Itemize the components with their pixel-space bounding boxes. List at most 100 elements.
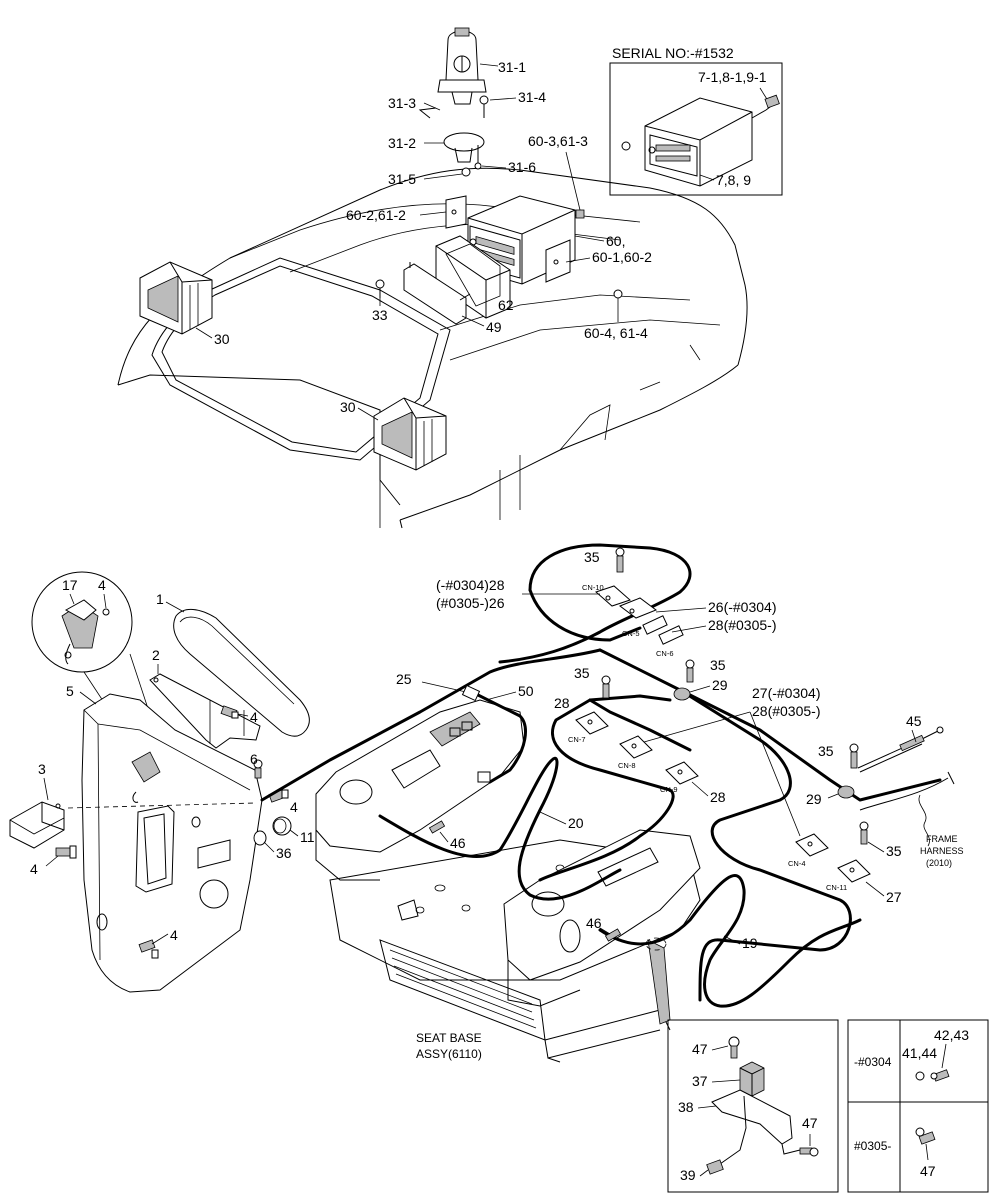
label-41-44: 41,44 [902,1045,937,1061]
label-frame-3: (2010) [926,858,952,868]
cab-roof [117,167,748,529]
label-17: 17 [62,577,78,593]
harness-20 [378,756,622,901]
rod-45 [857,726,944,773]
frame-harness-wavy [918,794,930,847]
harness-50 [474,692,527,784]
label-28-old: (-#0304)28 [436,577,505,593]
label-47-new: 47 [920,1163,936,1179]
label-28-new: 28(#0305-) [708,617,777,633]
label-36: 36 [276,845,292,861]
label-30-front: 30 [340,399,356,415]
label-cn5: CN-5 [622,629,640,638]
clip-46-b [604,928,622,942]
label-variant-old: -#0304 [854,1055,892,1069]
label-38: 38 [678,1099,694,1115]
label-29-mid: 29 [806,791,822,807]
label-31-1: 31-1 [498,59,526,75]
label-30-left: 30 [214,331,230,347]
label-28-new-b: 28(#0305-) [752,703,821,719]
label-seat-base-1: SEAT BASE [416,1031,482,1045]
label-49: 49 [486,319,502,335]
label-46-b: 46 [586,915,602,931]
label-46-a: 46 [450,835,466,851]
bracket-2 [149,673,261,749]
label-20: 20 [568,815,584,831]
bolt-4-d [138,939,159,959]
label-50: 50 [518,683,534,699]
label-cn4: CN-4 [788,859,806,868]
bolt-4-b [55,845,77,859]
label-11: 11 [300,829,315,845]
label-7-1-8-1-9-1: 7-1,8-1,9-1 [698,69,767,85]
clip-35-right [685,659,695,683]
label-cn8: CN-8 [618,761,636,770]
label-31-3: 31-3 [388,95,416,111]
grommet-36 [253,830,267,846]
label-33: 33 [372,307,388,323]
label-47-top: 47 [692,1041,708,1057]
label-28-cn7: 28 [554,695,570,711]
cn4-bracket [795,833,829,857]
label-35-right: 35 [710,657,726,673]
side-panel-5 [81,693,263,993]
label-5: 5 [66,683,74,699]
cn11-bracket [837,859,871,883]
label-60-3-61-3: 60-3,61-3 [528,133,588,149]
label-42-43: 42,43 [934,1027,969,1043]
label-35-rod: 35 [818,743,834,759]
label-frame-2: HARNESS [920,846,964,856]
clip-35-cn4 [859,821,869,845]
label-cn9: CN-9 [660,785,678,794]
bolt-4-a [220,705,239,719]
frame-harness-line [859,771,955,811]
cn9-bracket [665,761,699,785]
label-31-2: 31-2 [388,135,416,151]
serial-header: SERIAL NO:-#1532 [612,45,734,61]
clip-35-rod [849,743,859,769]
label-47-right: 47 [802,1115,818,1131]
label-7-8-9: 7,8, 9 [716,172,751,188]
label-27-cn11: 27 [886,889,902,905]
grommet-29-top [673,687,691,701]
harness-loop-mid [598,648,852,1002]
bracket-3 [9,801,65,849]
label-6: 6 [250,751,258,767]
label-4-d: 4 [170,927,178,943]
serial-inset: SERIAL NO:-#1532 7-1,8-1,9-1 7,8, 9 [609,45,783,196]
switch-inset [667,1019,839,1193]
clip-35-top [615,547,625,573]
label-19: 19 [742,935,758,951]
label-cn7: CN-7 [568,735,586,744]
label-29-top: 29 [712,677,728,693]
label-35-cn4: 35 [886,843,902,859]
label-27-old: 27(-#0304) [752,685,821,701]
cn7-bracket [575,711,609,735]
label-60-2-61-2: 60-2,61-2 [346,207,406,223]
label-26-new: (#0305-)26 [436,595,505,611]
label-28-cn9: 28 [710,789,726,805]
label-4-b: 4 [30,861,38,877]
cn10-bracket [595,585,684,645]
harness-cn7-b [588,698,692,752]
clip-35-mid [601,675,611,699]
label-31-4: 31-4 [518,89,546,105]
label-60-4-61-4: 60-4, 61-4 [584,325,648,341]
label-4-switch: 4 [98,577,106,593]
variant-table [847,1019,989,1193]
harness-cn7 [538,694,675,882]
label-45: 45 [906,713,922,729]
label-4-a: 4 [250,709,258,725]
work-lamp-left [139,261,213,335]
label-31-6: 31-6 [508,159,536,175]
bolt-6 [253,759,263,779]
harness-loop-top-2 [528,588,642,642]
label-variant-new: #0305- [854,1139,891,1153]
seat-console [315,699,701,1063]
label-frame-1: FRAME [926,834,958,844]
label-35-top: 35 [584,549,600,565]
label-cn6: CN-6 [656,649,674,658]
label-62: 62 [498,297,514,313]
label-31-5: 31-5 [388,171,416,187]
